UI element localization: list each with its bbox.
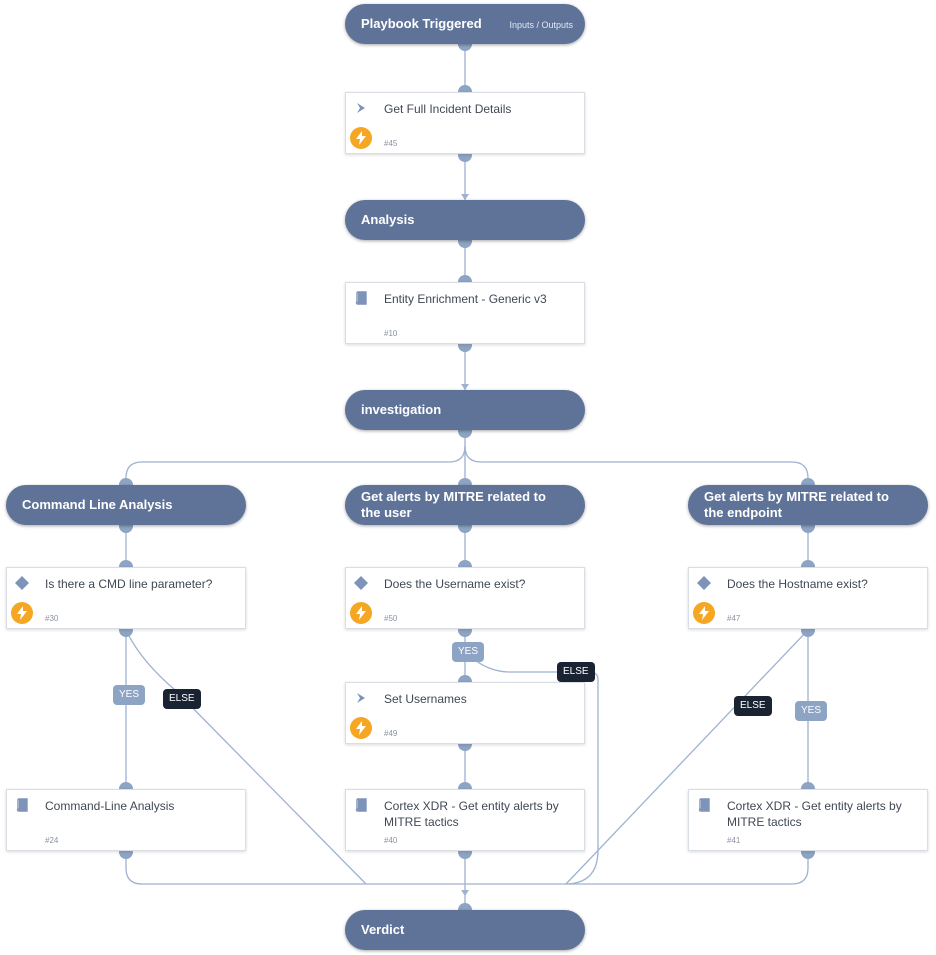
automation-icon — [11, 602, 33, 624]
diamond-icon — [15, 576, 29, 590]
task-id: #50 — [384, 614, 398, 623]
task-id: #41 — [727, 836, 741, 845]
task-command-line-analysis[interactable]: Command-Line Analysis #24 — [6, 789, 246, 851]
task-title: Set Usernames — [384, 692, 467, 706]
task-username-condition[interactable]: Does the Username exist? #50 — [345, 567, 585, 629]
task-xdr-user-alerts[interactable]: Cortex XDR - Get entity alerts by MITRE … — [345, 789, 585, 851]
book-icon — [355, 798, 367, 812]
branch-label-yes[interactable]: YES — [113, 685, 146, 705]
task-id: #30 — [45, 614, 59, 623]
task-hostname-condition[interactable]: Does the Hostname exist? #47 — [688, 567, 928, 629]
header-playbook-triggered[interactable]: Playbook Triggered Inputs / Outputs — [345, 4, 585, 44]
task-title: Does the Username exist? — [384, 577, 526, 591]
branch-label-yes[interactable]: YES — [795, 701, 828, 721]
task-title: Command-Line Analysis — [45, 799, 175, 813]
task-id: #47 — [727, 614, 741, 623]
header-mitre-endpoint[interactable]: Get alerts by MITRE related to the endpo… — [688, 485, 928, 525]
task-title: Entity Enrichment - Generic v3 — [384, 292, 547, 306]
task-title: Is there a CMD line parameter? — [45, 577, 213, 591]
header-investigation[interactable]: investigation — [345, 390, 585, 430]
task-set-usernames[interactable]: Set Usernames #49 — [345, 682, 585, 744]
task-title: Cortex XDR - Get entity alerts by MITRE … — [384, 799, 559, 829]
book-icon — [16, 798, 28, 812]
task-id: #10 — [384, 329, 398, 338]
automation-icon — [350, 127, 372, 149]
header-mitre-user[interactable]: Get alerts by MITRE related to the user — [345, 485, 585, 525]
task-id: #40 — [384, 836, 398, 845]
task-entity-enrichment[interactable]: Entity Enrichment - Generic v3 #10 — [345, 282, 585, 344]
header-analysis[interactable]: Analysis — [345, 200, 585, 240]
branch-label-yes[interactable]: YES — [452, 642, 485, 662]
book-icon — [698, 798, 710, 812]
header-verdict[interactable]: Verdict — [345, 910, 585, 950]
automation-icon — [350, 602, 372, 624]
diamond-icon — [697, 576, 711, 590]
inputs-outputs-link[interactable]: Inputs / Outputs — [509, 20, 573, 30]
task-get-full-incident-details[interactable]: Get Full Incident Details #45 — [345, 92, 585, 154]
header-title: Get alerts by MITRE related to the user — [361, 489, 546, 520]
chevron-icon — [357, 103, 365, 113]
task-id: #24 — [45, 836, 59, 845]
task-title: Cortex XDR - Get entity alerts by MITRE … — [727, 799, 902, 829]
diamond-icon — [354, 576, 368, 590]
task-id: #45 — [384, 139, 398, 148]
task-xdr-host-alerts[interactable]: Cortex XDR - Get entity alerts by MITRE … — [688, 789, 928, 851]
task-title: Does the Hostname exist? — [727, 577, 868, 591]
header-title: Get alerts by MITRE related to the endpo… — [704, 489, 889, 520]
task-id: #49 — [384, 729, 398, 738]
header-title: Playbook Triggered — [361, 16, 482, 31]
automation-icon — [693, 602, 715, 624]
header-title: investigation — [361, 402, 442, 417]
header-command-line-analysis[interactable]: Command Line Analysis — [6, 485, 246, 525]
book-icon — [355, 291, 367, 305]
header-title: Verdict — [361, 922, 405, 937]
task-title: Get Full Incident Details — [384, 102, 512, 116]
branch-label-else[interactable]: ELSE — [734, 696, 772, 716]
chevron-icon — [357, 693, 365, 703]
task-cmd-line-condition[interactable]: Is there a CMD line parameter? #30 — [6, 567, 246, 629]
branch-label-else[interactable]: ELSE — [557, 662, 595, 682]
automation-icon — [350, 717, 372, 739]
header-title: Command Line Analysis — [22, 497, 173, 512]
branch-label-else[interactable]: ELSE — [163, 689, 201, 709]
header-title: Analysis — [361, 212, 415, 227]
